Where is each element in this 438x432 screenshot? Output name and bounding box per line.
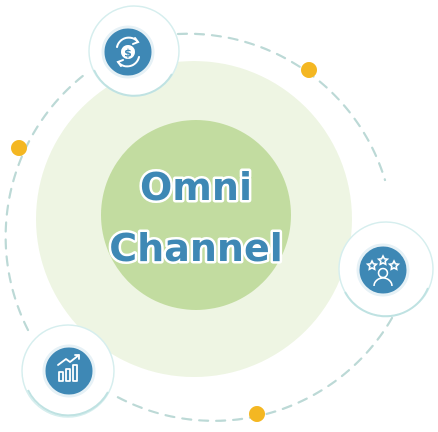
node-reviews[interactable] xyxy=(338,221,434,318)
node-shadow xyxy=(27,389,109,417)
accent-dot xyxy=(11,140,27,156)
orbit-arc-right xyxy=(110,316,394,422)
title-line-2: Channel xyxy=(109,226,283,270)
accent-dot xyxy=(301,62,317,78)
orbit-arc-left xyxy=(4,73,86,332)
dollar-cycle-icon: $ xyxy=(116,36,140,68)
node-shadow xyxy=(344,287,429,318)
title-line-1: Omni xyxy=(140,165,252,209)
node-payments[interactable]: $ xyxy=(88,5,180,97)
node-analytics[interactable] xyxy=(21,324,115,418)
customer-rating-icon xyxy=(365,254,401,287)
svg-text:$: $ xyxy=(124,47,132,60)
node-ring xyxy=(42,344,96,398)
node-shadow xyxy=(93,69,173,97)
inner-disc xyxy=(101,120,291,310)
node-ring xyxy=(356,243,410,297)
accent-dot xyxy=(249,406,265,422)
growth-chart-icon xyxy=(57,354,80,382)
